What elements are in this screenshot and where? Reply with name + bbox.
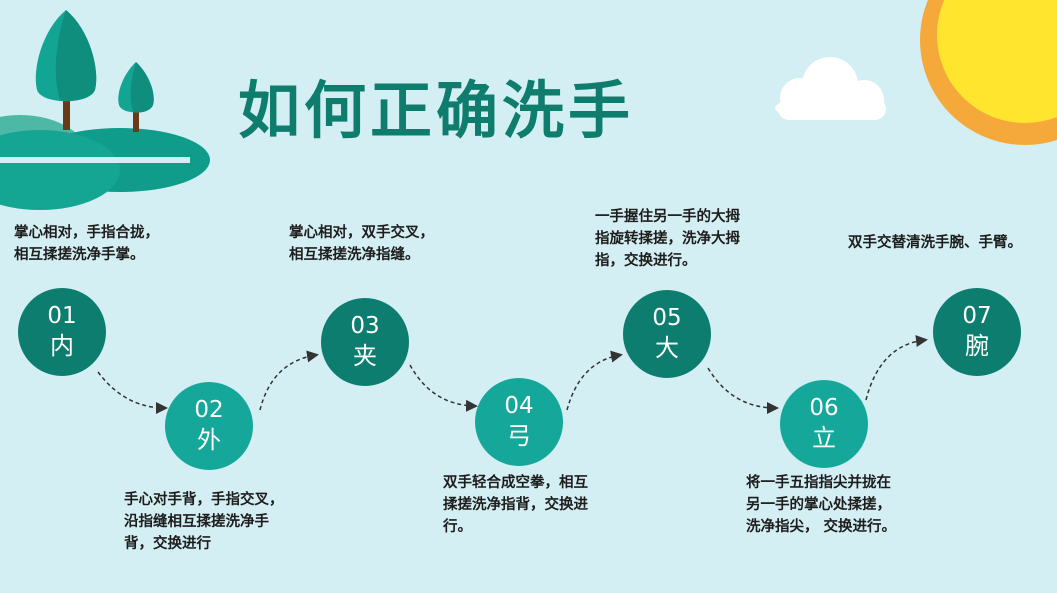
step-circle-01: 01 内 xyxy=(18,288,106,376)
step-circle-03: 03 夹 xyxy=(321,298,409,386)
step-character: 夹 xyxy=(353,342,377,370)
step-description-02: 手心对手背，手指交叉， 沿指缝相互揉搓洗净手 背，交换进行 xyxy=(124,489,284,555)
step-character: 大 xyxy=(655,334,679,362)
cloud-icon xyxy=(775,57,886,120)
step-description-01: 掌心相对，手指合拢， 相互揉搓洗净手掌。 xyxy=(14,222,159,266)
sun-icon xyxy=(920,0,1057,145)
description-line: 双手交替清洗手腕、手臂。 xyxy=(848,234,1022,251)
step-number: 07 xyxy=(962,303,992,329)
step-circle-04: 04 弓 xyxy=(475,378,563,466)
step-number: 04 xyxy=(504,393,534,419)
step-circle-06: 06 立 xyxy=(780,380,868,468)
description-line: 背，交换进行 xyxy=(124,535,211,552)
step-character: 外 xyxy=(197,426,221,454)
description-line: 手心对手背，手指交叉， xyxy=(124,491,284,508)
page-title: 如何正确洗手 xyxy=(238,74,635,147)
step-character: 内 xyxy=(50,332,74,360)
step-description-04: 双手轻合成空拳，相互 揉搓洗净指背，交换进 行。 xyxy=(443,472,588,538)
tree-icon xyxy=(35,10,97,130)
step-circle-07: 07 腕 xyxy=(933,288,1021,376)
step-description-03: 掌心相对，双手交叉， 相互揉搓洗净指缝。 xyxy=(289,222,434,266)
dashed-arrow-icon xyxy=(566,350,623,411)
step-description-07: 双手交替清洗手腕、手臂。 xyxy=(848,232,1022,254)
description-line: 一手握住另一手的大拇 xyxy=(595,208,740,225)
step-circle-05: 05 大 xyxy=(623,290,711,378)
description-line: 相互揉搓洗净手掌。 xyxy=(14,246,145,263)
description-line: 沿指缝相互揉搓洗净手 xyxy=(124,513,269,530)
description-line: 掌心相对，手指合拢， xyxy=(14,224,159,241)
dashed-arrow-icon xyxy=(97,371,168,414)
step-character: 弓 xyxy=(507,422,531,450)
step-character: 腕 xyxy=(965,332,989,360)
tree-small-icon xyxy=(118,62,154,132)
description-line: 相互揉搓洗净指缝。 xyxy=(289,246,420,263)
description-line: 将一手五指指尖并拢在 xyxy=(746,474,891,491)
description-line: 另一手的掌心处揉搓， xyxy=(746,496,891,513)
description-line: 双手轻合成空拳，相互 xyxy=(443,474,588,491)
step-character: 立 xyxy=(812,424,836,452)
step-description-06: 将一手五指指尖并拢在 另一手的掌心处揉搓， 洗净指尖， 交换进行。 xyxy=(746,472,896,538)
step-number: 03 xyxy=(350,313,380,339)
dashed-arrow-icon xyxy=(707,367,779,414)
description-line: 掌心相对，双手交叉， xyxy=(289,224,434,241)
description-line: 揉搓洗净指背，交换进 xyxy=(443,496,588,513)
step-number: 06 xyxy=(809,395,839,421)
step-number: 05 xyxy=(652,305,682,331)
step-circle-02: 02 外 xyxy=(165,382,253,470)
description-line: 指旋转揉搓，洗净大拇 xyxy=(595,230,740,247)
hills-icon xyxy=(0,115,210,210)
step-number: 02 xyxy=(194,397,224,423)
dashed-arrow-icon xyxy=(865,335,928,401)
description-line: 指，交换进行。 xyxy=(595,252,697,269)
step-number: 01 xyxy=(47,303,77,329)
dashed-arrow-icon xyxy=(259,350,319,411)
dashed-arrow-icon xyxy=(409,364,478,412)
step-description-05: 一手握住另一手的大拇 指旋转揉搓，洗净大拇 指，交换进行。 xyxy=(595,206,740,272)
description-line: 洗净指尖， 交换进行。 xyxy=(746,518,897,535)
description-line: 行。 xyxy=(443,518,472,535)
